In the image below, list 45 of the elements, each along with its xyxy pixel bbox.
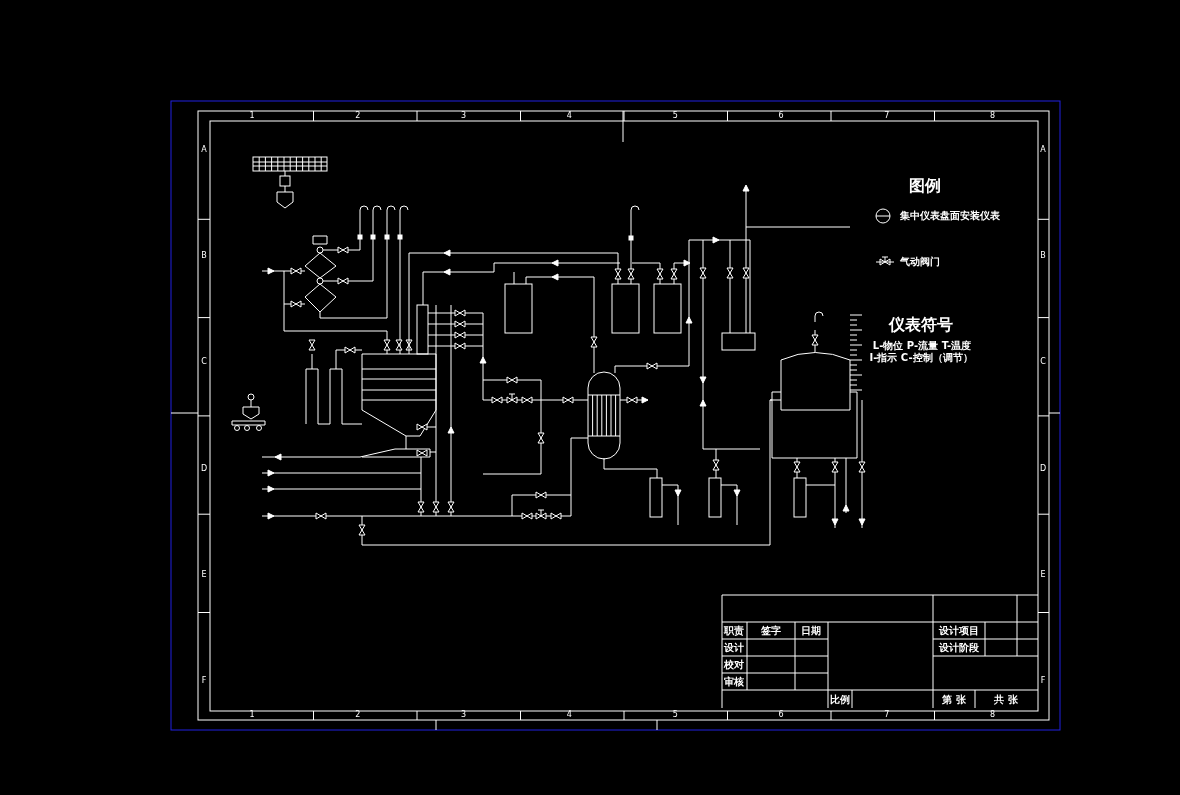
section-heading: 仪表符号 (889, 317, 953, 333)
title-block-label: 第 张 (942, 695, 966, 705)
grid-reference: 6 (778, 711, 784, 719)
title-block-label: 设计项目 (939, 626, 979, 636)
grid-reference: 3 (461, 711, 467, 719)
title-block-label: 审核 (724, 677, 744, 687)
grid-reference: 2 (355, 711, 361, 719)
grid-reference: E (201, 570, 207, 579)
grid-reference: 4 (566, 711, 572, 719)
legend-note: I-指示 C-控制（调节） (869, 353, 973, 363)
grid-reference: 3 (461, 112, 467, 120)
grid-reference: D (200, 464, 208, 473)
grid-reference: 1 (249, 711, 255, 719)
title-block-label: 比例 (830, 695, 850, 705)
grid-reference: 5 (672, 112, 678, 120)
grid-reference: B (201, 252, 207, 261)
grid-reference: D (1039, 464, 1047, 473)
legend-label: 集中仪表盘面安装仪表 (900, 211, 1000, 221)
grid-reference: 5 (672, 711, 678, 719)
title-block-label: 设计 (724, 643, 744, 653)
grid-reference: 1 (249, 112, 255, 120)
legend-note: L-物位 P-流量 T-温度 (872, 341, 972, 351)
grid-reference: 7 (884, 711, 890, 719)
grid-reference: E (1040, 570, 1046, 579)
section-heading: 图例 (909, 178, 941, 194)
legend-label: 气动阀门 (900, 257, 940, 267)
grid-reference: C (1040, 358, 1046, 367)
grid-reference: 2 (355, 112, 361, 120)
grid-reference: F (1040, 677, 1046, 685)
grid-reference: 7 (884, 112, 890, 120)
grid-reference: C (201, 358, 207, 367)
grid-reference: 6 (778, 112, 784, 120)
title-block-label: 职责 (724, 626, 744, 636)
title-block-label: 签字 (761, 626, 781, 636)
grid-reference: F (201, 677, 207, 685)
grid-reference: 8 (990, 112, 996, 120)
title-block-label: 共 张 (994, 695, 1018, 705)
grid-reference: A (1040, 146, 1046, 154)
grid-reference: 4 (566, 112, 572, 120)
title-block-label: 日期 (801, 626, 821, 636)
grid-reference: 8 (990, 711, 996, 719)
title-block-label: 设计阶段 (939, 643, 979, 653)
title-block-label: 校对 (724, 660, 744, 670)
grid-reference: B (1040, 252, 1046, 261)
grid-reference: A (201, 146, 207, 154)
